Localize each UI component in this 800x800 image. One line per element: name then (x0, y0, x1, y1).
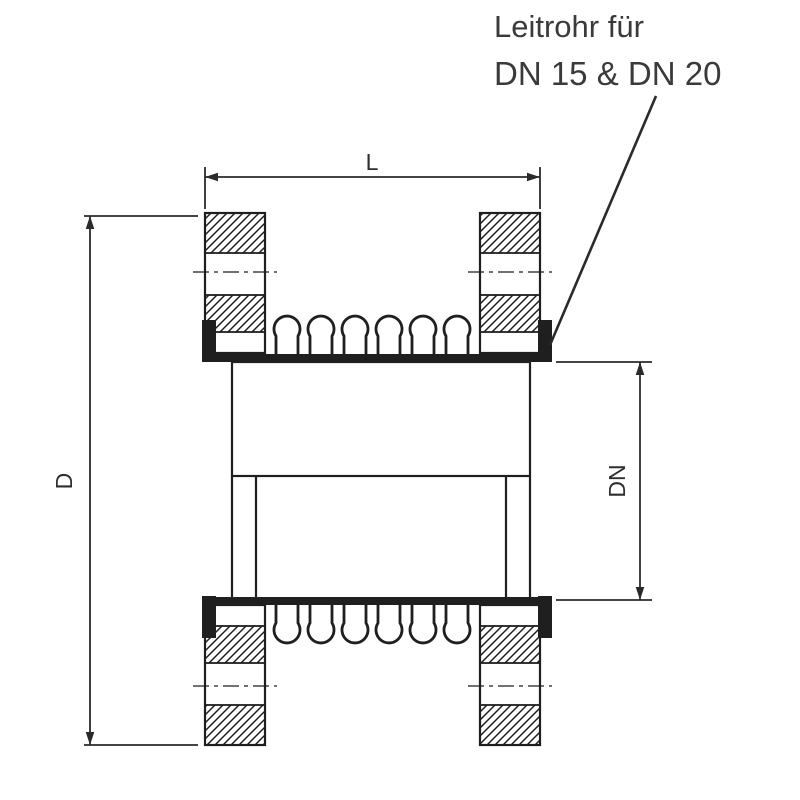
weld-collar-top-right (538, 320, 552, 362)
dim-D-label: D (51, 473, 77, 490)
arrowhead-bottom (635, 587, 645, 600)
weld-collar-bottom-right (538, 596, 552, 638)
dim-DN-label: DN (604, 464, 630, 497)
guide-tube-body (230, 360, 532, 478)
annotation-leitrohr: Leitrohr für DN 15 & DN 20 (494, 9, 721, 346)
flange-top-right (468, 211, 552, 355)
arrowhead-left (205, 172, 218, 182)
flange-hatch-section (479, 294, 541, 333)
bellows-bottom (266, 600, 480, 645)
flange-top-left (193, 211, 277, 355)
annotation-line1: Leitrohr für (494, 9, 644, 44)
leader-line (548, 95, 658, 346)
arrowhead-bottom (85, 732, 95, 745)
arrowhead-top (635, 362, 645, 375)
flange-hatch-section (204, 704, 266, 746)
dimension-DN: DN (556, 361, 652, 601)
dimension-L: L (204, 149, 541, 209)
flange-hatch-section (479, 212, 541, 254)
arrowhead-top (85, 216, 95, 229)
flange-bottom-left (193, 603, 277, 747)
bellows-top (266, 314, 480, 359)
guide-tube (230, 360, 532, 597)
flange-bottom-right (468, 603, 552, 747)
flange-hatch-section (204, 212, 266, 254)
flange-hatch-section (479, 625, 541, 664)
annotation-line2: DN 15 & DN 20 (494, 55, 721, 92)
dimension-D: D (51, 215, 198, 746)
weld-collar-top-left (202, 320, 216, 362)
flange-hatch-section (479, 704, 541, 746)
arrowhead-right (527, 172, 540, 182)
weld-collar-bottom-left (202, 596, 216, 638)
dim-L-label: L (366, 149, 379, 175)
flange-hatch-section (204, 294, 266, 333)
